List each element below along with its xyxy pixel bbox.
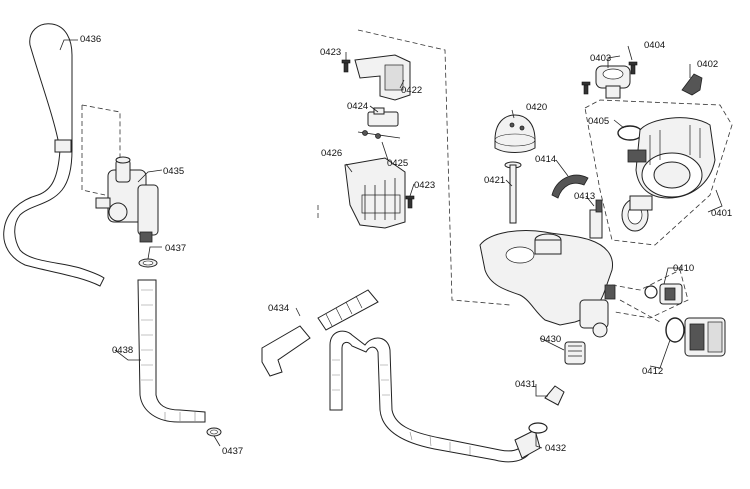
check-valve-0410[interactable] [644, 283, 683, 305]
bracket-0422[interactable] [354, 54, 411, 101]
label-0435: 0435 [163, 166, 184, 177]
hose-0434[interactable] [261, 289, 379, 377]
label-0438: 0438 [112, 345, 133, 356]
dashed-guide-pump [584, 99, 733, 246]
drain-hose-0436[interactable] [3, 23, 105, 287]
clip-0431[interactable] [544, 385, 565, 406]
label-0437-bottom: 0437 [222, 446, 243, 457]
label-0437-top: 0437 [165, 243, 186, 254]
fitting-0403[interactable] [595, 65, 631, 99]
sump-housing[interactable] [479, 230, 616, 338]
pump-0435[interactable] [95, 156, 159, 243]
clip-0414[interactable] [551, 174, 589, 199]
hose-0432[interactable] [329, 330, 541, 463]
cap-0420[interactable] [494, 114, 536, 153]
label-0405: 0405 [588, 116, 609, 127]
label-0401: 0401 [711, 208, 732, 219]
label-0434: 0434 [268, 303, 289, 314]
seal-0432[interactable] [528, 422, 548, 434]
dashed-guide-center [317, 29, 511, 306]
label-0436: 0436 [80, 34, 101, 45]
screw-0423-top[interactable] [341, 59, 351, 73]
hose-clamp-0437-top[interactable] [138, 258, 158, 268]
label-0426: 0426 [321, 148, 342, 159]
part-labels: 0436 0435 0437 0438 0437 0423 0422 0424 … [80, 34, 732, 457]
label-0430: 0430 [540, 334, 561, 345]
seal-ring-0412[interactable] [665, 317, 685, 343]
filter-0430[interactable] [564, 341, 586, 365]
label-0424: 0424 [347, 101, 368, 112]
label-0432: 0432 [545, 443, 566, 454]
label-0410: 0410 [673, 263, 694, 274]
label-0414: 0414 [535, 154, 556, 165]
rod-0421[interactable] [504, 161, 522, 224]
sensor-0413[interactable] [589, 199, 603, 239]
heater-pump-0401[interactable] [621, 117, 716, 232]
drain-motor-0412[interactable] [684, 317, 726, 357]
hose-clamp-0437-bottom[interactable] [206, 427, 222, 437]
label-0431: 0431 [515, 379, 536, 390]
connector-0424[interactable] [367, 107, 399, 127]
label-0422: 0422 [401, 85, 422, 96]
label-0404: 0404 [644, 40, 665, 51]
bracket-0402[interactable] [681, 73, 703, 96]
label-0402: 0402 [697, 59, 718, 70]
label-0423-bottom: 0423 [414, 180, 435, 191]
label-0423-top: 0423 [320, 47, 341, 58]
label-0425: 0425 [387, 158, 408, 169]
label-0413: 0413 [574, 191, 595, 202]
label-0412: 0412 [642, 366, 663, 377]
screw-0423-bottom[interactable] [405, 195, 415, 209]
dashed-guide-valve [611, 269, 689, 323]
leader-lines [59, 39, 723, 449]
drain-hose-0438[interactable] [137, 279, 206, 423]
dashed-guide-0435 [81, 104, 121, 196]
label-0403: 0403 [590, 53, 611, 64]
screw-0404-b[interactable] [581, 81, 591, 95]
screw-0404[interactable] [628, 61, 638, 75]
seal-ring-0405[interactable] [617, 125, 643, 141]
wire-clip-0425[interactable] [357, 130, 401, 139]
bracket-0426[interactable] [344, 157, 406, 229]
label-0421: 0421 [484, 175, 505, 186]
label-0420: 0420 [526, 102, 547, 113]
